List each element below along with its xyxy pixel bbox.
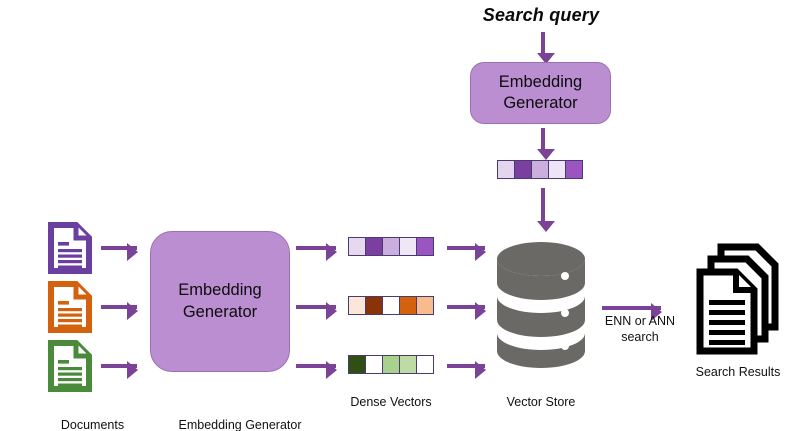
dense-vector-orange-cell-2	[383, 297, 400, 314]
arrow-document-orange-to-generator	[101, 302, 138, 320]
dense-vector-purple-cell-1	[366, 238, 383, 255]
documents-caption-line1: Documents	[60, 418, 125, 431]
query-embedding-generator-line2: Generator	[503, 94, 578, 112]
dense-vector-orange	[348, 296, 434, 315]
embedding-generator-box[interactable]: Embedding Generator	[150, 231, 290, 372]
arrow-document-purple-to-generator	[101, 243, 138, 261]
search-query-label: Search query	[482, 5, 600, 25]
arrow-vector-purple-to-store	[447, 243, 486, 261]
embedding-generator-text: Embedding Generator	[178, 280, 261, 323]
query-dense-vector-cell-1	[515, 161, 532, 178]
dense-vector-orange-cell-1	[366, 297, 383, 314]
arrow-generator-to-query-vector	[537, 128, 555, 160]
dense-vector-purple-cell-0	[349, 238, 366, 255]
vector-store-database-icon[interactable]	[495, 241, 587, 369]
dense-vector-purple-cell-3	[400, 238, 417, 255]
query-dense-vector-cell-4	[566, 161, 582, 178]
query-dense-vector-cell-3	[549, 161, 566, 178]
dense-vector-green-cell-4	[417, 356, 433, 373]
arrow-document-green-to-generator	[101, 361, 138, 379]
search-edge-label: ENN or ANN search	[596, 313, 684, 346]
generator-caption: Embedding Generator (API, Transformer Mo…	[120, 385, 360, 431]
documents-caption: Documents (products, users, text)	[0, 385, 185, 431]
dense-vector-green-cell-1	[366, 356, 383, 373]
dense-vector-purple-cell-4	[417, 238, 433, 255]
embedding-generator-line1: Embedding	[178, 281, 262, 300]
arrow-generator-to-vector-purple	[296, 243, 337, 261]
document-green-icon	[48, 340, 92, 392]
search-edge-label-line1: ENN or ANN	[604, 314, 676, 328]
query-dense-vector	[497, 160, 583, 179]
dense-vector-orange-cell-4	[417, 297, 433, 314]
search-edge-label-line2: search	[621, 330, 659, 345]
search-results-caption: Search Results	[695, 365, 781, 379]
generator-caption-line1: Embedding Generator	[178, 418, 302, 431]
dense-vector-purple-cell-2	[383, 238, 400, 255]
dense-vector-green-cell-2	[383, 356, 400, 373]
dense-vector-green-cell-0	[349, 356, 366, 373]
embedding-generator-line2: Generator	[182, 302, 258, 321]
vector-store-caption: Vector Store	[506, 395, 576, 409]
arrow-query-to-generator	[537, 32, 555, 64]
query-embedding-generator-text: Embedding Generator	[499, 72, 582, 115]
query-embedding-generator-box[interactable]: Embedding Generator	[470, 62, 611, 124]
arrow-vector-orange-to-store	[447, 302, 486, 320]
document-purple-icon	[48, 222, 92, 274]
dense-vector-orange-cell-0	[349, 297, 366, 314]
dense-vector-purple	[348, 237, 434, 256]
arrow-generator-to-vector-green	[296, 361, 337, 379]
dense-vector-orange-cell-3	[400, 297, 417, 314]
dense-vector-green-cell-3	[400, 356, 417, 373]
search-results-icon	[695, 243, 781, 355]
arrow-generator-to-vector-orange	[296, 302, 337, 320]
arrow-store-to-results	[602, 303, 662, 321]
arrow-query-vector-to-store	[537, 188, 555, 232]
query-dense-vector-cell-0	[498, 161, 515, 178]
arrow-vector-green-to-store	[447, 361, 486, 379]
dense-vectors-caption: Dense Vectors	[350, 395, 432, 409]
document-orange-icon	[48, 281, 92, 333]
query-dense-vector-cell-2	[532, 161, 549, 178]
dense-vector-green	[348, 355, 434, 374]
query-embedding-generator-line1: Embedding	[498, 72, 583, 91]
